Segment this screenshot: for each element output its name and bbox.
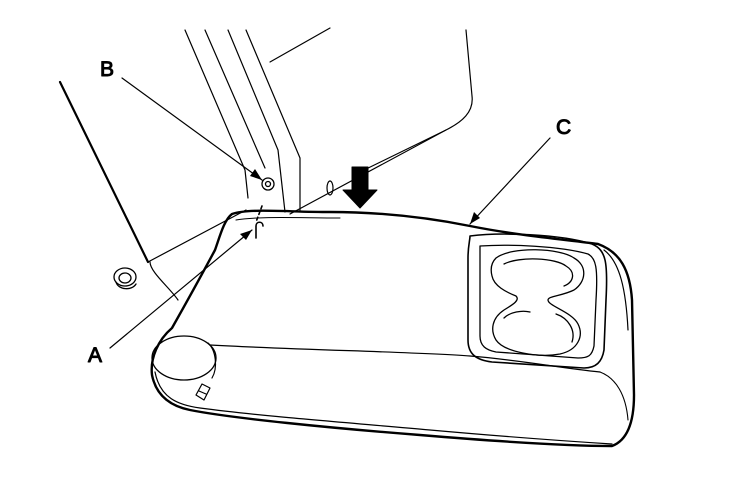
hook-a [255,205,264,239]
push-arrow [342,166,378,209]
callout-label-b: B [100,58,114,81]
fastener-b [261,177,275,191]
leader-b [121,77,263,181]
armrest-latch [195,383,211,401]
leader-a [109,229,253,349]
cup-holder [467,233,608,369]
leader-arrowheads [240,169,480,240]
leader-c [469,137,551,225]
seat-slot [326,180,334,196]
loose-clip [113,267,137,290]
armrest-body [150,209,636,448]
leader-lines [109,77,551,349]
callout-label-a: A [88,344,102,367]
seat-back-outline [58,27,473,301]
callout-label-c: C [556,116,571,139]
